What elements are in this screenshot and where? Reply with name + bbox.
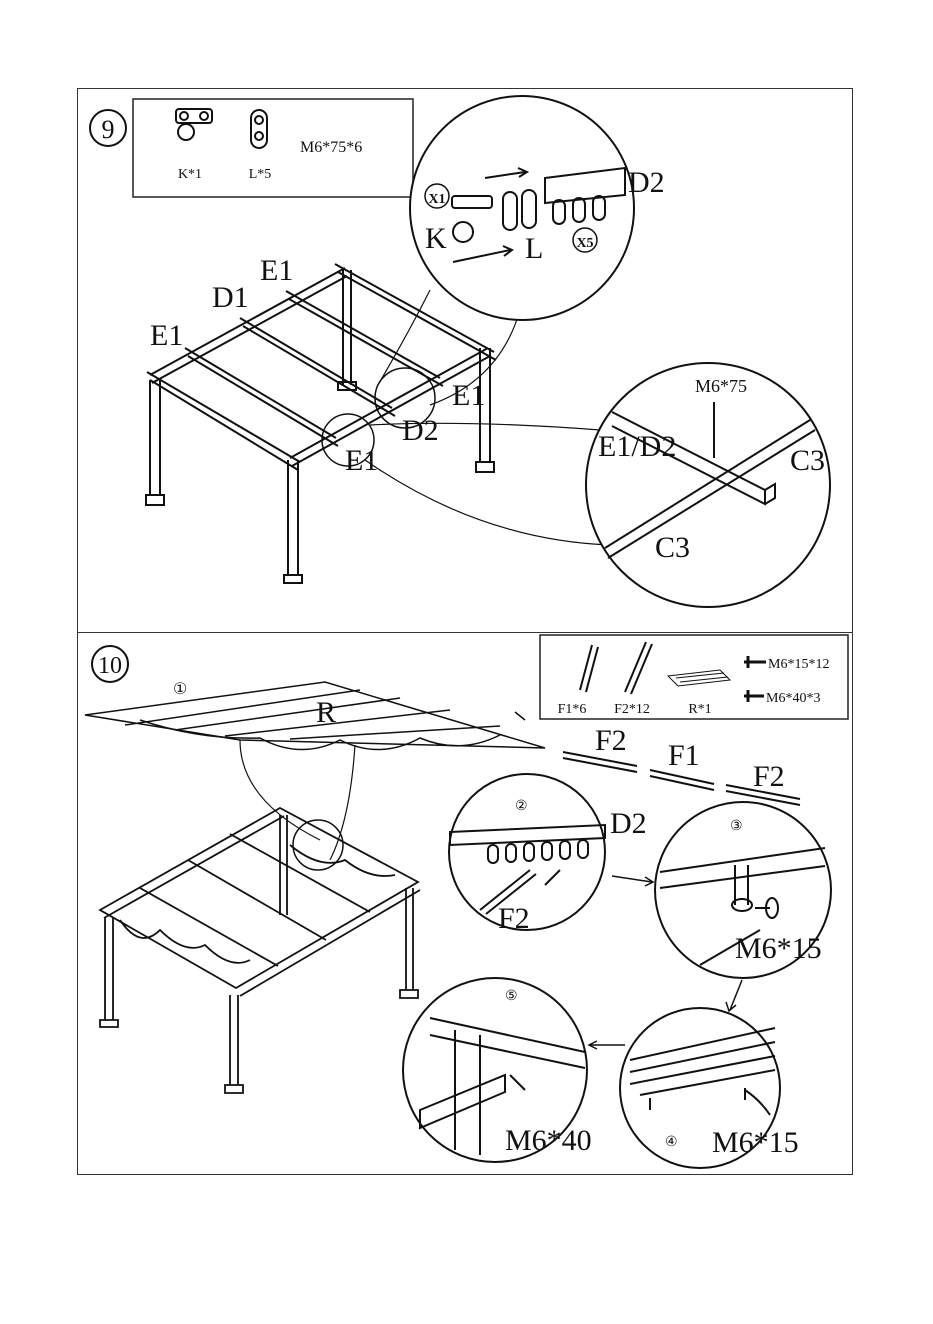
canopy-drawing [85,682,545,750]
bolt-m6-15-icon [744,656,766,668]
detail-5-label-m6-40: M6*40 [505,1124,592,1157]
label-r: R [316,696,336,729]
detail-2-label-f2: F2 [498,902,530,935]
part-m6-40-label: M6*40*3 [766,691,820,706]
part-m6-15-label: M6*15*12 [768,657,829,672]
part-r-icon [668,670,730,686]
detail-2-label-d2: D2 [610,807,647,840]
part-f1-icon [580,645,598,692]
bolt-m6-40-icon [744,690,764,702]
sub-step-1: ① [173,681,187,698]
part-f1-label: F1*6 [558,702,587,717]
step-number: 10 [98,653,122,679]
rod-label-f2-a: F2 [595,724,627,757]
rod-label-f2-b: F2 [753,760,785,793]
part-f2-label: F2*12 [614,702,650,717]
detail-3-number: ③ [730,819,743,834]
detail-2-number: ② [515,799,528,814]
rod-label-f1: F1 [668,739,700,772]
part-r-label: R*1 [688,702,711,717]
pergola-frame-step10 [100,808,420,1093]
detail-4-label-m6-15: M6*15 [712,1126,799,1159]
detail-5-number: ⑤ [505,989,518,1004]
detail-3-label-m6-15: M6*15 [735,932,822,965]
part-f2-icon [625,642,652,694]
detail-4-number: ④ [665,1135,678,1150]
